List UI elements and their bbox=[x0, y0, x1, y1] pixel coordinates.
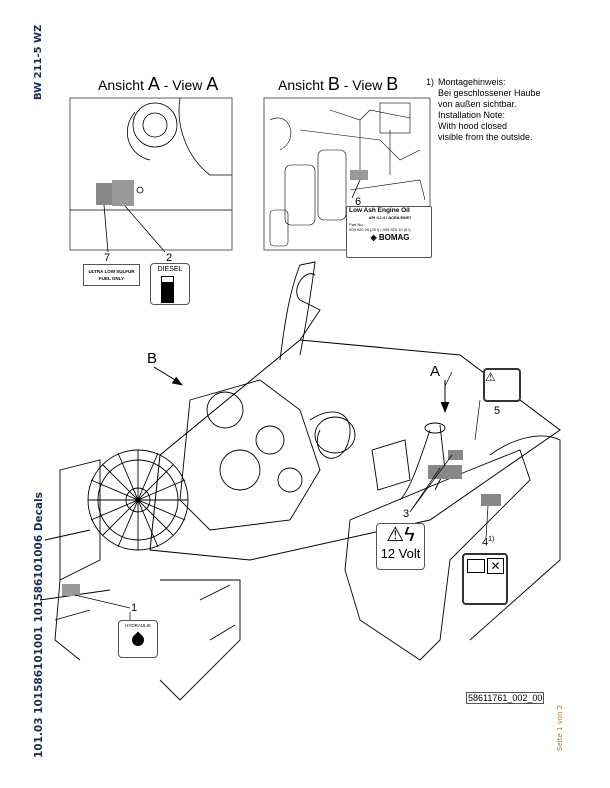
view-b-prefix: Ansicht bbox=[278, 77, 328, 93]
oil-spec: API CJ-4 / ACEA E9/E7 bbox=[368, 215, 412, 220]
bomag-brand: BOMAG bbox=[378, 233, 410, 242]
fuel-pump-icon bbox=[161, 276, 174, 303]
view-b-arrow-label: B bbox=[147, 350, 158, 367]
view-b-sep: - View bbox=[339, 77, 387, 93]
oil-part-label: Part No.: bbox=[349, 222, 365, 227]
note-line: visible from the outside. bbox=[438, 132, 533, 142]
callout-2: 2 bbox=[166, 252, 173, 264]
view-a-arrow-label: A bbox=[430, 363, 441, 380]
callout-1: 1 bbox=[131, 602, 138, 614]
view-b-title: Ansicht B - View B bbox=[278, 74, 398, 95]
crossed-box-icon: ✕ bbox=[487, 558, 504, 574]
decal-hydraulic: HYDRAULIK bbox=[118, 620, 158, 658]
view-a-sep: - View bbox=[159, 77, 207, 93]
decal-battery-disconnect: ✕ bbox=[462, 553, 508, 605]
installation-note: 1) Montagehinweis: Bei geschlossener Hau… bbox=[426, 77, 541, 143]
view-a-letter2: A bbox=[206, 74, 219, 94]
warning-triangle-icon: ⚠ bbox=[485, 370, 496, 384]
view-a-prefix: Ansicht bbox=[98, 77, 148, 93]
fuel-line1: ULTRA LOW SULFUR bbox=[88, 269, 135, 274]
decal-engine-oil: Low Ash Engine Oil API CJ-4 / ACEA E9/E7… bbox=[346, 206, 432, 258]
drawing-number: 58611761_002_00 bbox=[466, 692, 545, 704]
note-line: Montagehinweis: bbox=[438, 77, 506, 87]
callout-4-number: 4 bbox=[482, 536, 489, 549]
volt-label: 12 Volt bbox=[380, 546, 421, 561]
callout-4-note: 1) bbox=[488, 536, 495, 543]
callout-7: 7 bbox=[104, 252, 111, 264]
hydraulic-label: HYDRAULIK bbox=[125, 623, 151, 628]
view-b-letter2: B bbox=[386, 74, 399, 94]
callout-5: 5 bbox=[494, 405, 501, 417]
callout-4: 41) bbox=[482, 536, 494, 549]
view-a-title: Ansicht A - View A bbox=[98, 74, 218, 95]
note-line: von außen sichtbar. bbox=[438, 99, 517, 109]
warning-triangle-icon: ⚠ϟ bbox=[386, 524, 415, 546]
note-line: Bei geschlossener Haube bbox=[438, 88, 541, 98]
callout-6: 6 bbox=[355, 196, 362, 208]
decal-ultra-low-sulfur: ULTRA LOW SULFUR FUEL ONLY bbox=[83, 264, 140, 286]
bomag-logo: ◈ BOMAG bbox=[370, 233, 410, 242]
callout-3: 3 bbox=[403, 508, 410, 520]
battery-icon bbox=[467, 559, 485, 573]
fuel-line2: FUEL ONLY bbox=[98, 276, 124, 281]
decal-battery-warning: ⚠ bbox=[483, 368, 521, 402]
oil-part-numbers: 009 920 09 (20 l) / 009 920 10 (5 l) bbox=[349, 227, 411, 232]
oil-drop-icon bbox=[129, 631, 147, 649]
decal-12-volt: ⚠ϟ 12 Volt bbox=[376, 523, 425, 570]
diesel-label: DIESEL bbox=[157, 266, 183, 273]
note-line: Installation Note: bbox=[438, 110, 506, 120]
view-a-letter: A bbox=[147, 74, 160, 94]
decal-diesel: DIESEL bbox=[150, 263, 190, 305]
note-line: With hood closed bbox=[438, 121, 508, 131]
view-b-letter: B bbox=[327, 74, 340, 94]
note-marker: 1) bbox=[426, 77, 435, 87]
oil-title: Low Ash Engine Oil bbox=[349, 207, 410, 214]
